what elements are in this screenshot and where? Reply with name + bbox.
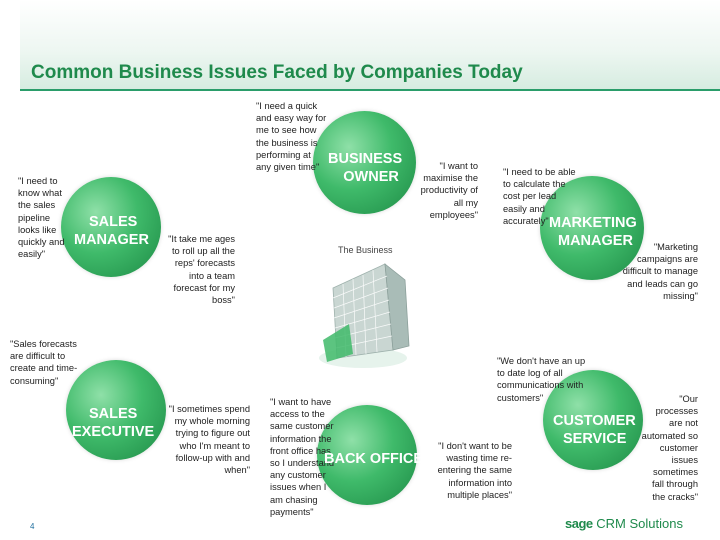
customer-service-role-line2: SERVICE (563, 431, 627, 447)
sales-manager-circle (61, 177, 161, 277)
back-office-circle (317, 405, 417, 505)
back-office-quote-1: "I want to have access to the same custo… (270, 397, 335, 517)
marketing-manager-role-line2: MANAGER (558, 233, 633, 249)
business-owner-circle (313, 111, 416, 214)
sales-manager-quote-2: "It take me ages to roll up all the reps… (168, 234, 235, 306)
sales-executive-role: SALES EXECUTIVE (72, 405, 154, 441)
marketing-manager-quote-1: "I need to be able to calculate the cost… (503, 167, 576, 226)
marketing-manager-role-line1: MARKETING (549, 215, 637, 231)
customer-service-circle (543, 370, 643, 470)
marketing-manager-circle (540, 176, 644, 280)
sales-executive-circle (66, 360, 166, 460)
page-title: Common Business Issues Faced by Companie… (31, 62, 523, 83)
business-owner-quote-1: "I need a quick and easy way for me to s… (256, 101, 327, 173)
customer-service-role-line1: CUSTOMER (553, 413, 636, 429)
header-divider (20, 89, 720, 91)
customer-service-role: CUSTOMER SERVICE (553, 412, 636, 448)
customer-service-quote-2: "Our processes are not automated so cust… (641, 394, 698, 502)
sales-manager-role-line2: MANAGER (74, 232, 149, 248)
sales-manager-role: SALES MANAGER (74, 213, 149, 249)
sales-manager-quote-1: "I need to know what the sales pipeline … (18, 176, 65, 260)
business-owner-role: BUSINESS OWNER (328, 150, 402, 186)
logo-brand: sage (565, 516, 593, 531)
page-number: 4 (30, 522, 35, 531)
business-owner-quote-2: "I want to maximise the productivity of … (420, 161, 478, 220)
marketing-manager-role: MARKETING MANAGER (549, 214, 637, 250)
marketing-manager-quote-2: "Marketing campaigns are difficult to ma… (622, 242, 698, 301)
company-logo: sage CRM Solutions (565, 516, 683, 531)
sales-executive-quote-2: "I sometimes spend my whole morning tryi… (168, 404, 250, 476)
sales-manager-role-line1: SALES (89, 214, 138, 230)
back-office-role: BACK OFFICE (324, 451, 424, 467)
building-icon (319, 263, 410, 368)
header-band (20, 0, 720, 90)
back-office-quote-2: "I don't want to be wasting time re- ent… (437, 441, 512, 500)
logo-product: CRM Solutions (596, 516, 683, 531)
business-owner-role-line1: BUSINESS (328, 151, 403, 167)
business-owner-role-line2: OWNER (343, 169, 399, 185)
sales-executive-quote-1: "Sales forecasts are difficult to create… (10, 339, 78, 386)
center-label: The Business (338, 245, 393, 255)
customer-service-quote-1: "We don't have an up to date log of all … (497, 356, 586, 403)
sales-executive-role-line1: SALES (89, 406, 138, 422)
sales-executive-role-line2: EXECUTIVE (72, 424, 155, 440)
